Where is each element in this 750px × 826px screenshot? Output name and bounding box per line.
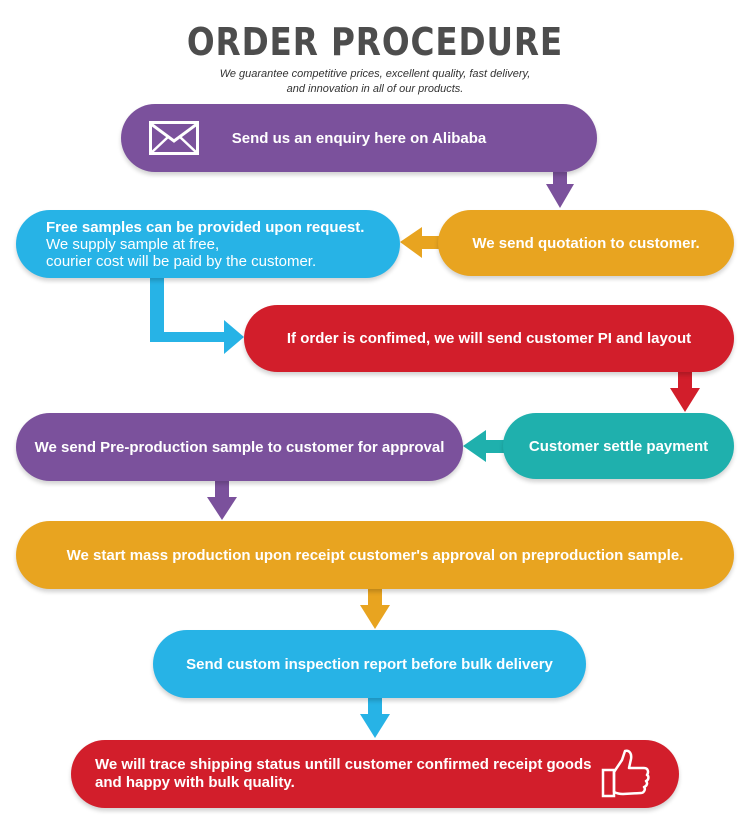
step-9-line-2: and happy with bulk quality. (95, 774, 295, 791)
arrow-down-7 (360, 589, 390, 629)
step-8-text: Send custom inspection report before bul… (186, 655, 553, 673)
step-quotation: We send quotation to customer. (438, 210, 734, 276)
arrow-left-2 (400, 227, 440, 258)
step-pre-production-sample: We send Pre-production sample to custome… (16, 413, 463, 481)
step-7-text: We start mass production upon receipt cu… (66, 546, 684, 564)
step-payment: Customer settle payment (503, 413, 734, 479)
step-order-confirmed: If order is confimed, we will send custo… (244, 305, 734, 372)
step-2-text: We send quotation to customer. (472, 234, 700, 252)
step-5-text: Customer settle payment (528, 437, 709, 455)
step-free-samples: Free samples can be provided upon reques… (16, 210, 400, 278)
step-4-text: If order is confimed, we will send custo… (286, 330, 692, 347)
page-title: ORDER PROCEDURE (186, 20, 564, 64)
arrow-down-8 (360, 698, 390, 738)
arrow-down-4 (670, 372, 700, 412)
step-1-text: Send us an enquiry here on Alibaba (231, 129, 487, 147)
step-mass-production: We start mass production upon receipt cu… (16, 521, 734, 589)
step-9-text: We will trace shipping status untill cus… (95, 756, 592, 773)
step-trace-shipping: We will trace shipping status untill cus… (71, 740, 679, 808)
envelope-icon (149, 121, 199, 155)
step-3-text: Free samples can be provided upon reques… (46, 218, 365, 236)
subtitle-line-2: and innovation in all of our products. (286, 83, 464, 95)
step-3-line-3: courier cost will be paid by the custome… (46, 252, 317, 270)
arrow-down-1 (546, 172, 574, 208)
step-inspection-report: Send custom inspection report before bul… (153, 630, 586, 698)
arrow-elbow-3 (150, 278, 244, 354)
page-subtitle: We guarantee competitive prices, excelle… (0, 67, 750, 97)
arrow-down-6 (207, 481, 237, 520)
thumbs-up-icon (601, 749, 650, 798)
subtitle-line-1: We guarantee competitive prices, excelle… (219, 68, 531, 80)
arrow-left-5 (463, 430, 506, 462)
step-3-line-2: We supply sample at free, (46, 235, 220, 253)
step-enquiry: Send us an enquiry here on Alibaba (121, 104, 597, 172)
step-6-text: We send Pre-production sample to custome… (34, 438, 445, 456)
